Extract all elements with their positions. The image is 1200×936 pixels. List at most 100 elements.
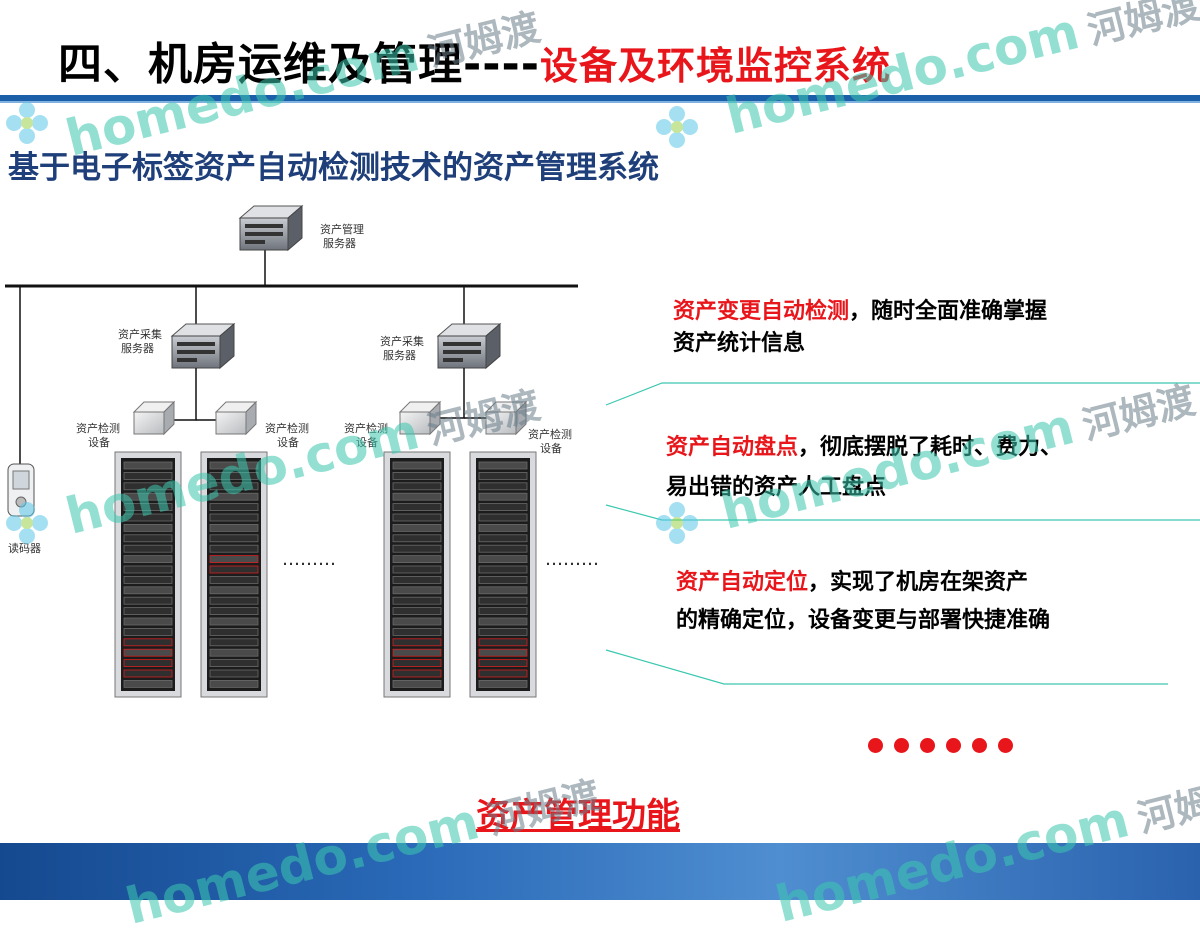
rack-unit xyxy=(123,482,173,491)
rack-unit xyxy=(209,575,259,584)
rack-ellipsis-right: ……… xyxy=(545,549,599,570)
rack-unit xyxy=(123,534,173,543)
rack-unit xyxy=(123,617,173,626)
detector-label-1a: 资产检测 xyxy=(76,421,120,435)
rack-unit xyxy=(123,575,173,584)
rack-unit xyxy=(209,679,259,688)
rack-unit xyxy=(478,523,528,532)
feature-3-text: ，实现了机房在架资产 xyxy=(808,570,1029,595)
rack-unit xyxy=(123,627,173,636)
rack-unit xyxy=(478,648,528,657)
rack-unit xyxy=(392,617,442,626)
rack-unit xyxy=(123,555,173,564)
title-rule-accent xyxy=(0,101,1200,103)
rack-unit xyxy=(478,461,528,470)
feature-1-text: ，随时全面准确掌握 xyxy=(849,299,1048,324)
rack-unit xyxy=(209,607,259,616)
top-server-label-2: 服务器 xyxy=(323,237,356,250)
feature-3-line2: 的精确定位，设备变更与部署快捷准确 xyxy=(676,608,1051,633)
rack-unit xyxy=(392,627,442,636)
rack-unit xyxy=(392,513,442,522)
reader-label: 读码器 xyxy=(8,541,41,555)
slide-title: 四、机房运维及管理----设备及环境监控系统 xyxy=(58,28,891,92)
more-features-dots xyxy=(868,738,1013,753)
rack-unit xyxy=(478,575,528,584)
collector-left-label-2: 服务器 xyxy=(121,342,154,355)
feature-1-highlight: 资产变更自动检测 xyxy=(673,299,850,324)
rack-unit xyxy=(478,555,528,564)
collector-left-label-1: 资产采集 xyxy=(118,327,162,341)
collector-right-label-1: 资产采集 xyxy=(380,334,424,348)
rack-unit xyxy=(123,513,173,522)
rack-unit xyxy=(478,471,528,480)
rack-unit xyxy=(392,607,442,616)
rack-unit-details xyxy=(123,461,528,688)
rack-unit xyxy=(392,534,442,543)
detector-label-4b: 设备 xyxy=(540,441,562,455)
rack-unit xyxy=(123,648,173,657)
rack-unit xyxy=(478,617,528,626)
rack-unit xyxy=(209,669,259,678)
rack-unit xyxy=(123,565,173,574)
rack-unit xyxy=(209,461,259,470)
rack-unit xyxy=(392,679,442,688)
feature-2-text: ，彻底摆脱了耗时、费力、 xyxy=(798,435,1063,460)
rack-unit xyxy=(123,503,173,512)
rack-unit xyxy=(392,669,442,678)
rack-unit xyxy=(478,627,528,636)
feature-auto-inventory: 资产自动盘点，彻底摆脱了耗时、费力、 易出错的资产人工盘点 xyxy=(666,428,1062,508)
slide-subtitle: 基于电子标签资产自动检测技术的资产管理系统 xyxy=(8,150,659,186)
rack-unit xyxy=(478,659,528,668)
rack-unit xyxy=(123,492,173,501)
asset-management-server-icon xyxy=(239,205,303,286)
rack-unit xyxy=(123,596,173,605)
rack-unit xyxy=(209,596,259,605)
rack-unit xyxy=(392,544,442,553)
rack-unit xyxy=(478,544,528,553)
rack-unit xyxy=(209,627,259,636)
rack-unit xyxy=(123,659,173,668)
watermark-flower-icon xyxy=(6,102,48,144)
rack-unit xyxy=(209,482,259,491)
rack-unit xyxy=(392,503,442,512)
rack-unit xyxy=(392,648,442,657)
rack-unit xyxy=(123,586,173,595)
rack-unit xyxy=(123,461,173,470)
feature-2-line2: 易出错的资产人工盘点 xyxy=(666,475,887,500)
rack-unit xyxy=(478,638,528,647)
watermark-flower-icon xyxy=(656,502,698,544)
rack-unit xyxy=(209,503,259,512)
diagram-caption: 资产管理功能 xyxy=(476,796,680,836)
title-highlight: 设备及环境监控系统 xyxy=(540,44,892,88)
rack-unit xyxy=(392,461,442,470)
rack-unit xyxy=(478,586,528,595)
rack-unit xyxy=(209,555,259,564)
rack-unit xyxy=(478,534,528,543)
rack-unit xyxy=(123,638,173,647)
feature-auto-change-detection: 资产变更自动检测，随时全面准确掌握 资产统计信息 xyxy=(673,296,1047,360)
rack-unit xyxy=(392,586,442,595)
rack-unit xyxy=(392,492,442,501)
rack-unit xyxy=(478,679,528,688)
rack-unit xyxy=(392,555,442,564)
rack-unit xyxy=(209,534,259,543)
rack-unit xyxy=(392,575,442,584)
title-rule xyxy=(0,95,1200,101)
rack-unit xyxy=(392,638,442,647)
rack-unit xyxy=(392,523,442,532)
rack-unit xyxy=(392,596,442,605)
rack-unit xyxy=(209,523,259,532)
rack-unit xyxy=(123,679,173,688)
detector-label-3b: 设备 xyxy=(356,435,378,449)
rack-unit xyxy=(209,638,259,647)
feature-3-highlight: 资产自动定位 xyxy=(676,570,809,595)
rack-unit xyxy=(209,513,259,522)
rack-ellipsis-left: ……… xyxy=(282,549,336,570)
collector-right-label-2: 服务器 xyxy=(383,349,416,362)
footer-band xyxy=(0,843,1200,900)
rack-unit xyxy=(478,565,528,574)
rack-unit xyxy=(209,617,259,626)
watermark-flower-icon xyxy=(656,106,698,148)
title-main: 四、机房运维及管理---- xyxy=(58,39,541,90)
rack-unit xyxy=(209,492,259,501)
